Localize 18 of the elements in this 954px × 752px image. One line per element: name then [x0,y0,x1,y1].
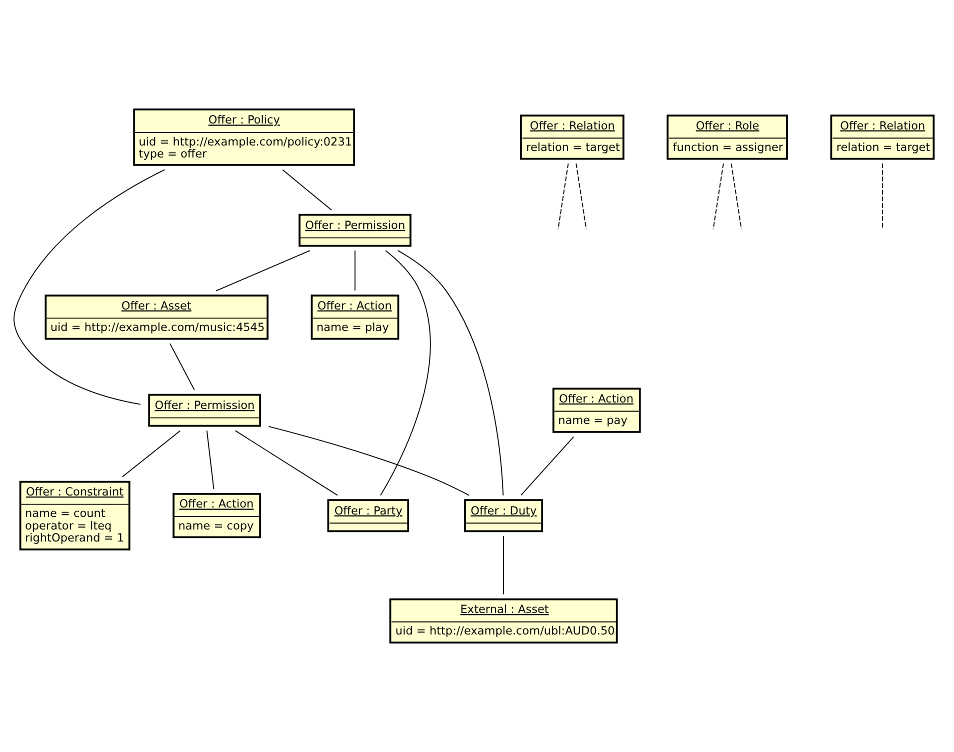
connector [380,250,431,496]
connector [576,163,587,230]
connector [14,169,166,405]
connector [730,163,742,230]
connector [282,169,332,210]
connector [520,436,574,496]
connector [397,250,504,496]
connector [558,163,569,230]
connector [712,163,724,230]
connector [503,536,504,595]
connector [170,343,195,390]
connector [216,250,310,292]
connector [206,430,214,490]
connector [234,430,338,496]
connector [268,426,470,496]
connector [354,250,356,292]
connector [122,430,181,478]
connector [882,163,883,230]
